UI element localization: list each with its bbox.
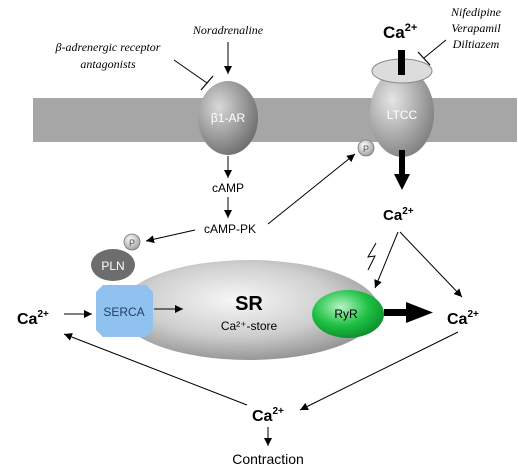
phospholamban — [91, 249, 135, 281]
pln-phosphate-label: P — [129, 238, 135, 248]
ca-reuptake-arrow — [63, 333, 248, 406]
ca-cytosolic-influx: Ca2+ — [383, 206, 414, 224]
camp-pk-label: cAMP-PK — [204, 222, 256, 236]
serca-pump — [96, 285, 153, 337]
antagonists-label-line2: antagonists — [80, 57, 136, 71]
beta1-adrenergic-receptor — [198, 81, 258, 155]
cicr-trigger-bolt — [367, 242, 377, 271]
noradrenaline-label: Noradrenaline — [192, 23, 264, 37]
serca-label: SERCA — [103, 305, 144, 319]
b1ar-label: β1-AR — [211, 111, 246, 125]
ltcc-label: LTCC — [387, 108, 418, 122]
pln-phosphate — [123, 233, 141, 251]
ltcc-phosphate-label: P — [363, 144, 369, 154]
ltcc-phosphate — [357, 139, 375, 157]
antagonist-inhibition-bar — [200, 75, 214, 91]
blocker-diltiazem: Diltiazem — [452, 37, 500, 51]
contraction-label: Contraction — [232, 451, 304, 467]
ltcc-influx-arrowhead — [394, 174, 410, 190]
ca-cytosolic-right: Ca2+ — [447, 309, 479, 328]
ryanodine-receptor — [312, 290, 384, 338]
ca-extracellular: Ca2+ — [383, 22, 417, 42]
sarcoplasmic-reticulum — [119, 260, 379, 360]
ryr-release-shaft — [384, 309, 410, 316]
antagonists-label-line1: β-adrenergic receptor — [55, 40, 161, 54]
blocker-nifedipine: Nifedipine — [450, 5, 502, 19]
ltcc-pore-top — [398, 50, 405, 75]
sr-label: SR — [235, 293, 263, 315]
blocker-inhibition-bar — [417, 51, 431, 66]
antagonist-inhibition-line — [173, 59, 208, 84]
blocker-inhibition-line — [423, 39, 447, 59]
cell-membrane — [33, 98, 517, 142]
l-type-calcium-channel — [370, 69, 434, 157]
pk-to-ltcc-arrow — [267, 153, 356, 225]
ryr-release-arrowhead — [406, 302, 433, 323]
camp-label: cAMP — [212, 181, 244, 195]
ca-to-cytosol-arrow — [399, 231, 463, 298]
ca-contraction: Ca2+ — [252, 406, 284, 425]
pk-to-pln-arrow — [145, 229, 196, 244]
ca-to-contraction-pool-arrow — [299, 331, 459, 411]
pln-label: PLN — [101, 259, 124, 273]
ca-to-ryr-arrow — [374, 231, 399, 289]
blocker-verapamil: Verapamil — [451, 21, 501, 35]
ca-cytosolic-left: Ca2+ — [17, 309, 49, 328]
ryr-label: RyR — [334, 307, 358, 321]
sr-store-label: Ca²⁺-store — [221, 319, 278, 333]
ltcc-pore-bottom — [399, 150, 405, 175]
